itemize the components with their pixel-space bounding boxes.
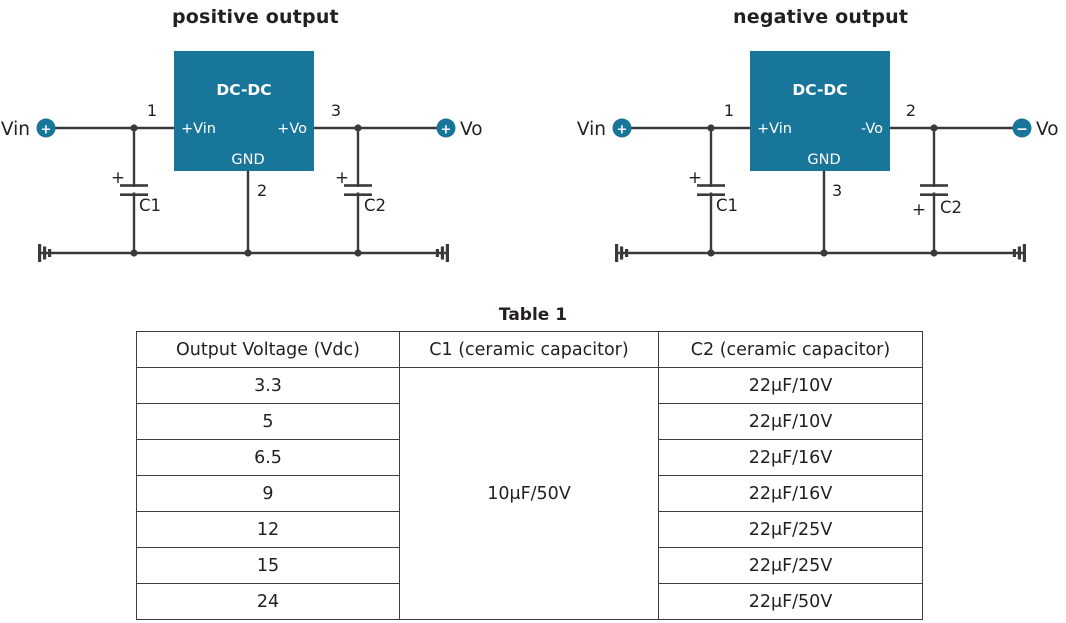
input-terminal-label-positive: Vin — [1, 119, 30, 140]
table-header-c2: C2 (ceramic capacitor) — [658, 331, 923, 368]
table-header-voltage: Output Voltage (Vdc) — [136, 331, 400, 368]
circuit-negative-output: + C1 + C2 DC-DC +Vin -Vo GND 1 — [577, 51, 1059, 262]
table-row: 12 22μF/25V — [136, 511, 923, 548]
cell-voltage: 6.5 — [136, 439, 400, 476]
input-terminal-polarity-negative: + — [617, 123, 628, 138]
output-terminal-positive: + Vo — [436, 118, 483, 140]
capacitor-c2-polarity-negative: + — [912, 200, 926, 220]
capacitor-c2-label-negative: C2 — [940, 198, 962, 217]
capacitor-c1-polarity-negative: + — [688, 168, 702, 188]
pin-number-1-negative: 1 — [724, 101, 734, 120]
output-terminal-negative: − Vo — [1012, 118, 1059, 140]
cell-c2: 22μF/25V — [658, 511, 923, 548]
table-title: Table 1 — [498, 305, 568, 325]
wires-positive — [40, 126, 447, 255]
input-terminal-negative: Vin + — [577, 118, 632, 140]
output-terminal-label-positive: Vo — [460, 119, 483, 140]
table-row: 6.5 22μF/16V — [136, 439, 923, 476]
table-row: 3.3 10μF/50V 22μF/10V — [136, 367, 923, 620]
cell-c2: 22μF/10V — [658, 403, 923, 440]
cell-c2: 22μF/25V — [658, 547, 923, 584]
cell-voltage: 9 — [136, 475, 400, 512]
capacitor-c1-negative: + C1 — [688, 168, 738, 215]
dcdc-module-label-negative: DC-DC — [792, 81, 847, 99]
pin-number-3-negative: 3 — [832, 181, 842, 200]
ground-symbol-left-negative — [615, 244, 629, 262]
cell-c2: 22μF/10V — [658, 367, 923, 404]
output-terminal-node-positive — [436, 118, 456, 138]
output-terminal-polarity-negative: − — [1016, 122, 1028, 138]
pin-number-1-positive: 1 — [147, 101, 157, 120]
cell-voltage: 15 — [136, 547, 400, 584]
pin-gnd-label-negative: GND — [807, 152, 840, 168]
pin-gnd-label-positive: GND — [231, 152, 264, 168]
input-terminal-polarity-positive: + — [41, 123, 52, 138]
table-row: 24 22μF/50V — [136, 583, 923, 620]
cell-c2: 22μF/16V — [658, 439, 923, 476]
dcdc-module-label-positive: DC-DC — [216, 81, 271, 99]
capacitor-c2-label-positive: C2 — [364, 196, 386, 215]
cell-voltage: 5 — [136, 403, 400, 440]
input-terminal-node-negative — [612, 118, 632, 138]
output-terminal-node-negative — [1012, 118, 1032, 138]
input-terminal-node-positive — [36, 118, 56, 138]
dcdc-module-negative — [750, 51, 890, 171]
circuit-positive-output: + C1 + C2 DC-DC +Vin +Vo GN — [1, 51, 483, 262]
circuit-schematics: + C1 + C2 DC-DC +Vin +Vo GN — [1, 51, 1059, 262]
table-row: 5 22μF/10V — [136, 403, 923, 440]
input-terminal-label-negative: Vin — [577, 119, 606, 140]
ground-symbol-right-negative — [1012, 244, 1026, 262]
spec-table: Output Voltage (Vdc) C1 (ceramic capacit… — [136, 331, 923, 620]
output-terminal-polarity-positive: + — [441, 123, 452, 138]
ground-symbol-right-positive — [435, 244, 449, 262]
table-header-c1: C1 (ceramic capacitor) — [399, 331, 659, 368]
table-header-row: Output Voltage (Vdc) C1 (ceramic capacit… — [136, 331, 923, 368]
cell-c2: 22μF/16V — [658, 475, 923, 512]
table-row: 15 22μF/25V — [136, 547, 923, 584]
cell-voltage: 24 — [136, 583, 400, 620]
pin-vin-label-positive: +Vin — [181, 121, 216, 137]
input-terminal-positive: Vin + — [1, 118, 56, 140]
pin-vout-label-positive: +Vo — [277, 121, 307, 137]
capacitor-c2-polarity-positive: + — [335, 168, 349, 188]
ground-symbol-left-positive — [38, 244, 52, 262]
pin-number-2-positive: 2 — [257, 181, 267, 200]
capacitor-c2-positive: + C2 — [335, 168, 386, 215]
output-terminal-label-negative: Vo — [1036, 119, 1059, 140]
capacitor-c1-label-positive: C1 — [139, 196, 161, 215]
cell-voltage: 3.3 — [136, 367, 400, 404]
junction-dots-negative — [707, 124, 938, 257]
capacitor-c1-polarity-positive: + — [111, 168, 125, 188]
cell-c2: 22μF/50V — [658, 583, 923, 620]
capacitor-c2-negative: + C2 — [912, 184, 962, 220]
junction-dots-positive — [130, 124, 362, 257]
dcdc-module-positive — [174, 51, 314, 171]
pin-number-3-positive: 3 — [331, 101, 341, 120]
diagram-title-positive: positive output — [172, 6, 339, 28]
pin-vout-label-negative: -Vo — [861, 121, 883, 137]
capacitor-c1-label-negative: C1 — [716, 196, 738, 215]
pin-number-2-negative: 2 — [906, 101, 916, 120]
cell-voltage: 12 — [136, 511, 400, 548]
diagram-title-negative: negative output — [733, 6, 909, 28]
pin-vin-label-negative: +Vin — [757, 121, 792, 137]
cell-c1-value: 10μF/50V — [399, 367, 659, 620]
capacitor-c1-positive: + C1 — [111, 168, 161, 215]
